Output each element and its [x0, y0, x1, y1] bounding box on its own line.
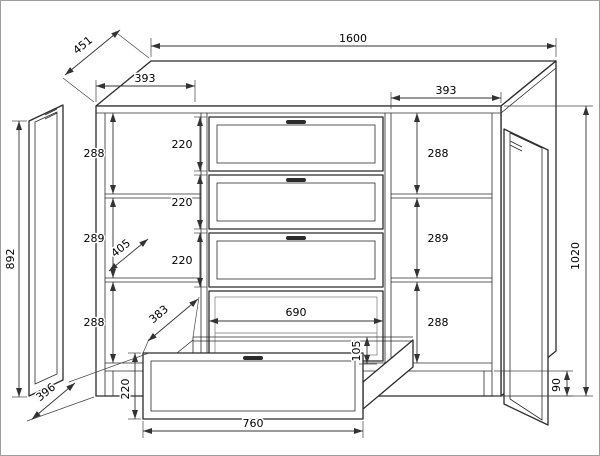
drawer-stack: [208, 116, 384, 362]
drawer-1-handle-icon: [286, 120, 306, 124]
dim-drawer-bottom-width-label: 760: [243, 417, 264, 430]
dim-open-drawer-front-height: 220: [118, 352, 141, 420]
open-drawer: [142, 336, 414, 420]
open-drawer-front: [142, 352, 364, 420]
dim-door-height-label: 892: [4, 249, 17, 270]
dim-left-gaps: 288 289 288: [82, 113, 116, 363]
drawer-3: [208, 232, 384, 288]
dim-overall-width-label: 1600: [339, 32, 367, 45]
drawer-2-handle-icon: [286, 178, 306, 182]
dim-left-section-width: 393: [95, 71, 196, 102]
drawer-1: [208, 116, 384, 172]
dim-right-section-width-label: 393: [436, 84, 457, 97]
dim-drawer-side-height: 105: [349, 337, 377, 365]
dim-overall-height-label: 1020: [569, 242, 582, 270]
dim-plinth-height-label: 90: [550, 378, 563, 392]
left-door: [28, 104, 64, 397]
dim-open-drawer-front-height-label: 220: [119, 379, 132, 400]
dim-left-gap-top-label: 288: [84, 147, 105, 160]
dim-left-gap-bottom-label: 288: [84, 316, 105, 329]
dim-right-gap-mid-label: 289: [428, 232, 449, 245]
dim-drawer-bottom-width: 760: [142, 416, 364, 438]
open-drawer-handle-icon: [243, 356, 263, 360]
dim-door-height: 892: [3, 120, 27, 398]
dim-right-gap-bottom-label: 288: [428, 316, 449, 329]
dim-opening-width-label: 690: [286, 306, 307, 319]
dim-drawer-front-1-label: 220: [172, 138, 193, 151]
dim-left-gap-mid-label: 289: [84, 232, 105, 245]
right-shelves: [391, 193, 492, 283]
drawer-opening: [208, 290, 384, 362]
dim-drawer-front-3-label: 220: [172, 254, 193, 267]
dim-right-gap-top-label: 288: [428, 147, 449, 160]
dim-plinth-height: 90: [494, 370, 573, 397]
dim-left-section-width-label: 393: [135, 72, 156, 85]
drawer-2: [208, 174, 384, 230]
left-shelves: [105, 193, 201, 283]
dim-drawer-fronts: 220 220 220: [170, 116, 207, 288]
dim-drawer-side-height-label: 105: [350, 341, 363, 362]
dim-drawer-front-2-label: 220: [172, 196, 193, 209]
drawer-3-handle-icon: [286, 236, 306, 240]
dim-right-gaps: 288 289 288: [414, 113, 450, 363]
top-face: [95, 60, 557, 107]
dim-overall-width: 1600: [150, 31, 557, 57]
dim-overall-height: 1020: [503, 105, 593, 397]
right-door: [503, 128, 549, 426]
dim-right-section-width: 393: [390, 83, 502, 109]
dim-opening-width: 690: [209, 305, 383, 324]
